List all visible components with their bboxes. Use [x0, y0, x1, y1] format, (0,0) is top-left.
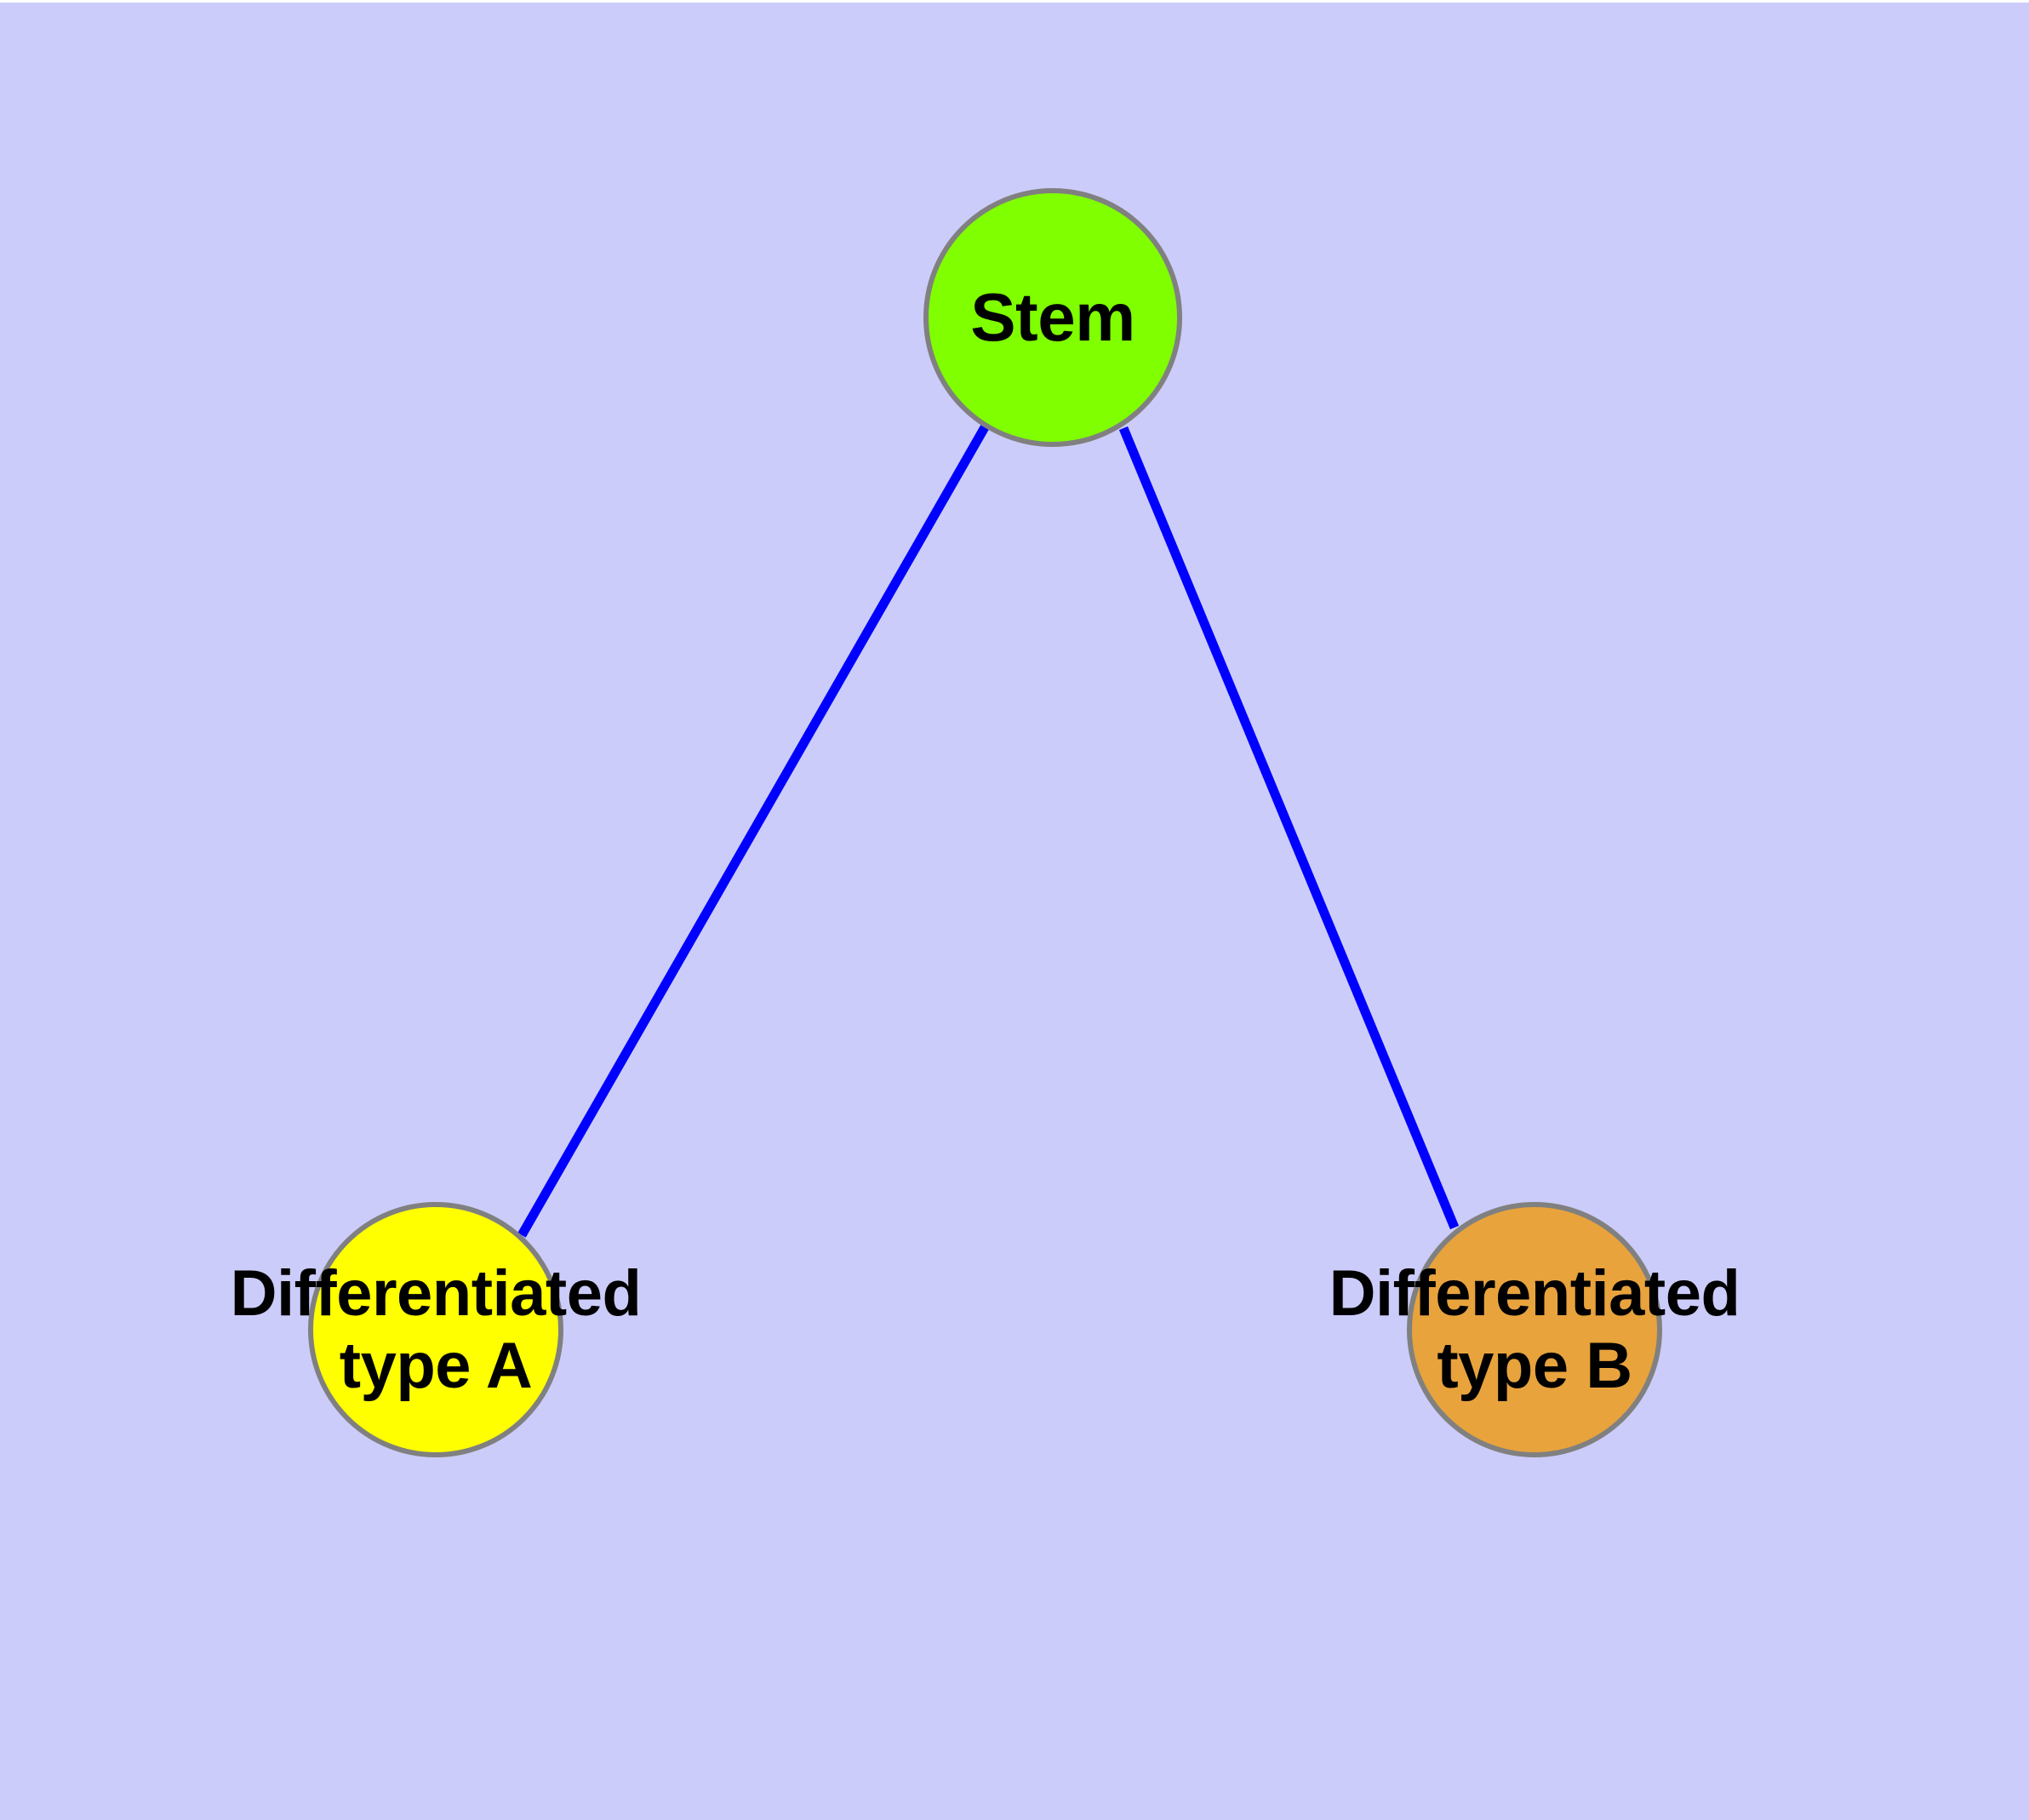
- node-differentiated-type-b[interactable]: Differentiated type B: [1329, 1202, 1740, 1457]
- node-differentiated-type-a-circle[interactable]: [308, 1202, 563, 1457]
- node-stem-circle[interactable]: [923, 188, 1182, 447]
- node-differentiated-type-b-circle[interactable]: [1407, 1202, 1662, 1457]
- node-differentiated-type-a[interactable]: Differentiated type A: [231, 1202, 642, 1457]
- node-stem[interactable]: Stem: [923, 188, 1182, 447]
- edge-stem-to-differentiated-type-b: [1118, 426, 1460, 1230]
- canvas-top-margin: [0, 0, 2029, 3]
- edge-stem-to-differentiated-type-a: [517, 425, 989, 1238]
